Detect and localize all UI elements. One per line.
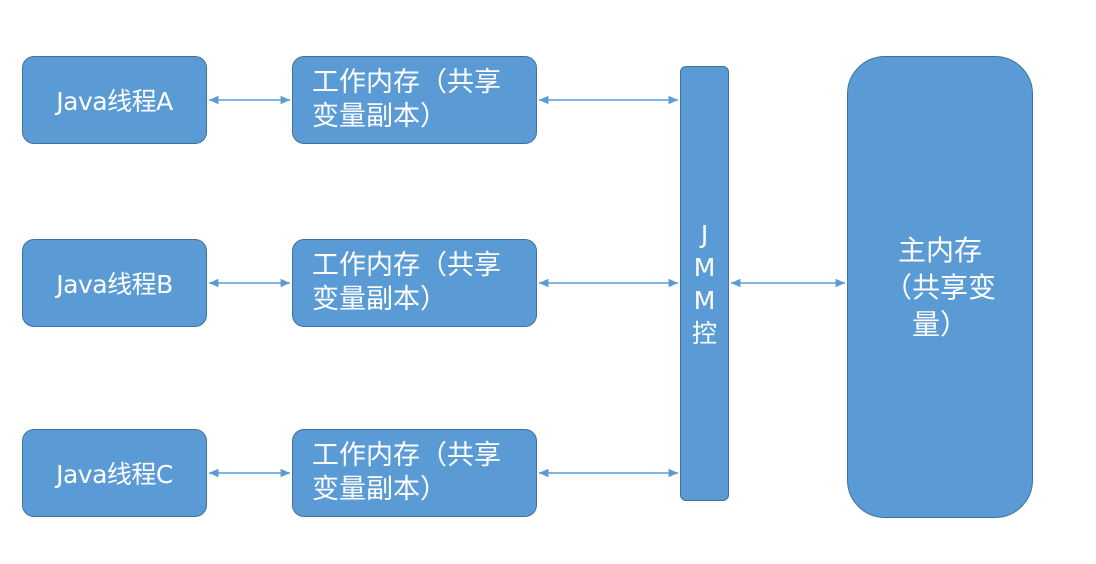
working-memory-a-label: 工作内存（共享变量副本） xyxy=(312,67,501,132)
main-memory-label: 主内存（共享变量） xyxy=(883,233,996,341)
thread-b-box: Java线程B xyxy=(22,239,207,327)
thread-b-label: Java线程B xyxy=(56,270,173,299)
working-memory-b-label: 工作内存（共享变量副本） xyxy=(312,250,501,315)
working-memory-b-box: 工作内存（共享变量副本） xyxy=(292,239,537,327)
working-memory-c-label: 工作内存（共享变量副本） xyxy=(312,440,501,505)
jmm-control-label: JMM控 xyxy=(692,219,718,348)
thread-a-label: Java线程A xyxy=(56,87,173,116)
main-memory-box: 主内存（共享变量） xyxy=(847,56,1033,518)
working-memory-c-box: 工作内存（共享变量副本） xyxy=(292,429,537,517)
thread-c-label: Java线程C xyxy=(56,460,173,489)
jmm-control-box: JMM控 xyxy=(680,66,729,501)
thread-c-box: Java线程C xyxy=(22,429,207,517)
thread-a-box: Java线程A xyxy=(22,56,207,144)
working-memory-a-box: 工作内存（共享变量副本） xyxy=(292,56,537,144)
